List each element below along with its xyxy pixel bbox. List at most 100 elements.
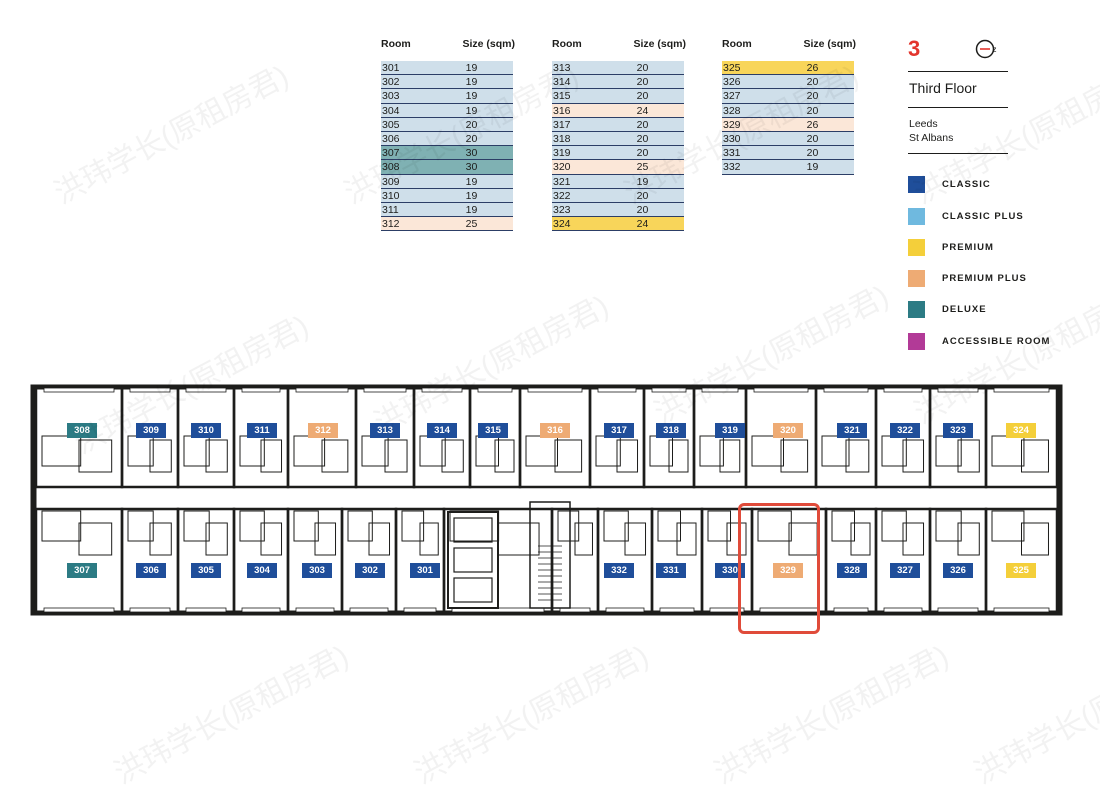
window — [597, 387, 637, 393]
room-number: 325 — [723, 62, 741, 74]
room-tag-332: 332 — [604, 563, 634, 578]
table-row: 309 19 — [381, 174, 513, 189]
bed-icon — [78, 439, 113, 473]
window — [185, 607, 227, 613]
bed-icon — [384, 439, 408, 473]
room-size: 25 — [636, 161, 649, 174]
room-tag-317: 317 — [604, 423, 634, 438]
room-number: 306 — [382, 132, 400, 145]
watermark: 洪玮学长(原租房君) — [49, 59, 295, 211]
bathroom — [935, 435, 962, 467]
room-number: 319 — [553, 147, 571, 160]
window — [833, 607, 869, 613]
window — [129, 607, 171, 613]
bathroom — [831, 510, 855, 542]
legend-swatch — [908, 332, 925, 350]
room-size: 20 — [636, 76, 649, 89]
bed-icon — [957, 439, 980, 473]
bathroom — [127, 510, 154, 542]
room-size: 19 — [465, 90, 478, 103]
bathroom — [127, 435, 154, 467]
room-number: 321 — [553, 175, 571, 188]
room-tag-330: 330 — [715, 563, 745, 578]
room-number: 327 — [723, 90, 741, 103]
room-number: 316 — [553, 104, 571, 117]
stairwell — [529, 501, 571, 609]
bathroom — [293, 435, 326, 467]
room-tag-321: 321 — [837, 423, 867, 438]
bed-icon — [850, 522, 871, 556]
bathroom — [821, 435, 850, 467]
room-number: 314 — [553, 76, 571, 89]
bathroom — [757, 510, 792, 542]
bathroom — [239, 510, 265, 542]
room-number: 315 — [553, 90, 571, 103]
room-size: 19 — [806, 161, 819, 174]
room-size: 30 — [465, 147, 478, 160]
window — [241, 387, 281, 393]
room-number: 322 — [553, 189, 571, 202]
site-line-1: Leeds — [909, 118, 938, 130]
bathroom — [419, 435, 446, 467]
bed-icon — [616, 439, 639, 473]
room-number: 303 — [382, 90, 400, 103]
header-rule-3 — [908, 153, 1008, 154]
window — [43, 607, 115, 613]
bed-icon — [441, 439, 464, 473]
bathroom — [603, 510, 629, 542]
bathroom — [401, 510, 425, 542]
room-size: 19 — [465, 175, 478, 188]
bed-icon — [260, 522, 283, 556]
room-tag-305: 305 — [191, 563, 221, 578]
bed-icon — [368, 522, 391, 556]
room-number: 323 — [553, 203, 571, 216]
watermark: 洪玮学长(原租房君) — [109, 639, 355, 791]
room-size: 19 — [465, 189, 478, 202]
room-size: 20 — [806, 104, 819, 117]
room-tag-325: 325 — [1006, 563, 1036, 578]
bathroom — [991, 510, 1025, 542]
room-size: 20 — [806, 132, 819, 145]
bathroom — [183, 510, 210, 542]
window — [937, 607, 979, 613]
size-header: Size (sqm) — [462, 38, 515, 50]
bathroom — [183, 435, 210, 467]
room-number: 311 — [382, 203, 399, 216]
legend-label: PREMIUM — [942, 241, 994, 253]
room-tag-312: 312 — [308, 423, 338, 438]
bathroom — [41, 435, 82, 467]
room-size: 19 — [465, 62, 478, 74]
room-header: Room — [381, 38, 411, 50]
room-number: 312 — [382, 218, 400, 231]
bed-icon — [957, 522, 980, 556]
room-tag-315: 315 — [478, 423, 508, 438]
room-number: 310 — [382, 189, 400, 202]
room-size: 20 — [636, 189, 649, 202]
bathroom — [699, 435, 724, 467]
room-number: 309 — [382, 175, 400, 188]
room-number: 313 — [553, 62, 571, 74]
window — [295, 387, 349, 393]
bed-icon — [902, 439, 925, 473]
room-header: Room — [552, 38, 582, 50]
legend-accessible: ACCESSIBLE ROOM — [908, 332, 1050, 350]
window — [659, 607, 695, 613]
window — [753, 387, 809, 393]
table-row: 322 20 — [552, 188, 684, 203]
size-header: Size (sqm) — [633, 38, 686, 50]
bed-icon — [149, 439, 172, 473]
legend-label: CLASSIC — [942, 178, 991, 190]
